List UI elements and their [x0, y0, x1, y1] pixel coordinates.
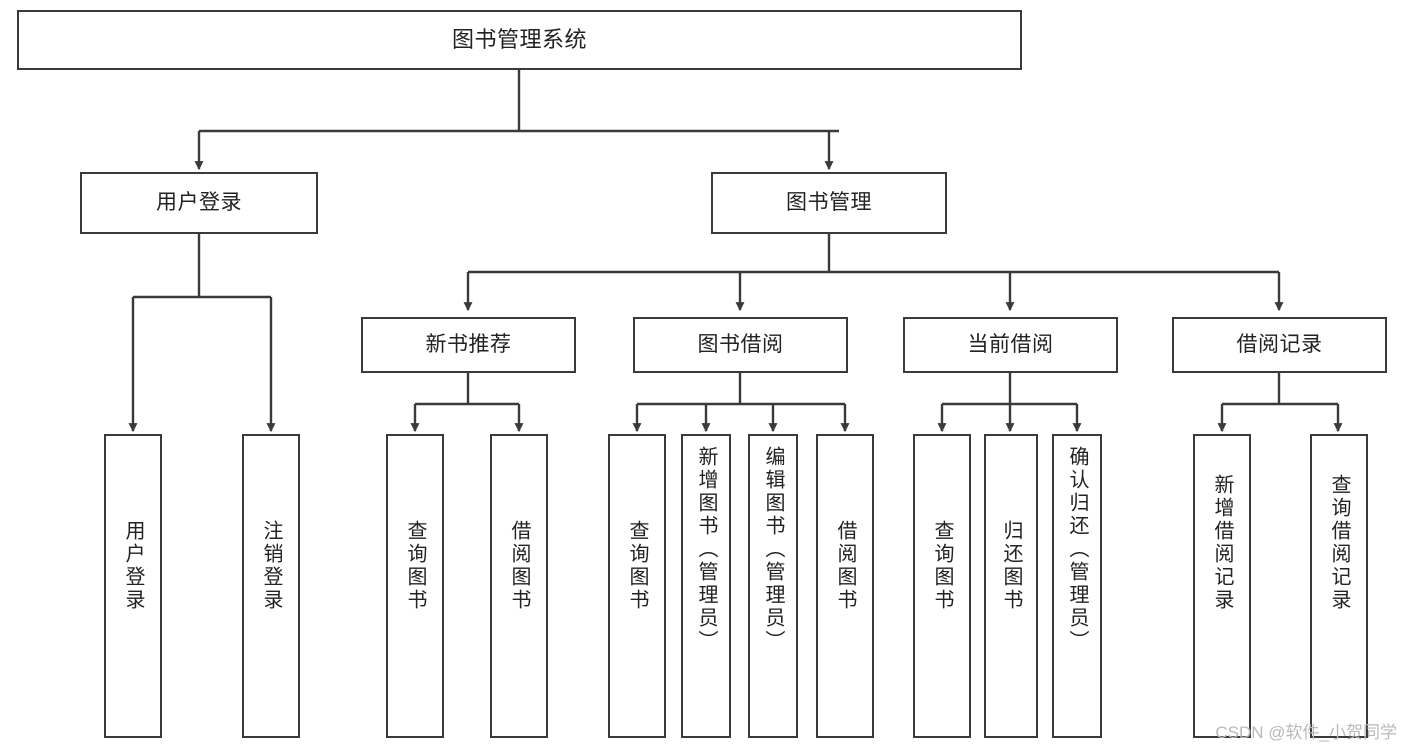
node-book-manage-label: 图书管理 [786, 191, 872, 215]
leaf-user-login-label: 用户登录 [122, 520, 144, 612]
leaf-logout-label: 注销登录 [260, 520, 282, 612]
node-root-label: 图书管理系统 [451, 26, 587, 52]
leaf-return-book[interactable]: 归还图书 [984, 434, 1038, 738]
leaf-borrow-query-book[interactable]: 查询图书 [608, 434, 666, 738]
node-borrow-record-label: 借阅记录 [1236, 333, 1323, 357]
node-user-login[interactable]: 用户登录 [80, 172, 318, 234]
leaf-cur-query-book[interactable]: 查询图书 [913, 434, 971, 738]
node-borrow[interactable]: 图书借阅 [633, 317, 848, 373]
leaf-borrow-book-label: 借阅图书 [834, 520, 856, 612]
leaf-new-query-book[interactable]: 查询图书 [386, 434, 444, 738]
leaf-edit-book-admin-label: 编辑图书（管理员） [762, 446, 784, 653]
node-root[interactable]: 图书管理系统 [17, 10, 1022, 70]
leaf-add-book-admin[interactable]: 新增图书（管理员） [681, 434, 731, 738]
leaf-user-login[interactable]: 用户登录 [104, 434, 162, 738]
node-borrow-label: 图书借阅 [697, 333, 784, 357]
leaf-borrow-book[interactable]: 借阅图书 [816, 434, 874, 738]
node-user-login-label: 用户登录 [156, 191, 242, 215]
leaf-cur-query-book-label: 查询图书 [931, 520, 953, 612]
leaf-return-book-label: 归还图书 [1000, 520, 1022, 612]
node-new-book[interactable]: 新书推荐 [361, 317, 576, 373]
leaf-query-borrow-record[interactable]: 查询借阅记录 [1310, 434, 1368, 738]
leaf-add-book-admin-label: 新增图书（管理员） [695, 446, 717, 653]
node-borrow-record[interactable]: 借阅记录 [1172, 317, 1387, 373]
csdn-watermark: CSDN @软件_小贺同学 [1215, 723, 1397, 742]
leaf-new-borrow-book[interactable]: 借阅图书 [490, 434, 548, 738]
node-new-book-label: 新书推荐 [425, 333, 512, 357]
leaf-confirm-return-admin-label: 确认归还（管理员） [1066, 446, 1088, 653]
leaf-confirm-return-admin[interactable]: 确认归还（管理员） [1052, 434, 1102, 738]
leaf-logout[interactable]: 注销登录 [242, 434, 300, 738]
leaf-add-borrow-record[interactable]: 新增借阅记录 [1193, 434, 1251, 738]
leaf-add-borrow-record-label: 新增借阅记录 [1211, 474, 1233, 612]
node-current-borrow[interactable]: 当前借阅 [903, 317, 1118, 373]
leaf-edit-book-admin[interactable]: 编辑图书（管理员） [748, 434, 798, 738]
leaf-new-query-book-label: 查询图书 [404, 520, 426, 612]
node-current-borrow-label: 当前借阅 [967, 333, 1054, 357]
leaf-borrow-query-book-label: 查询图书 [626, 520, 648, 612]
leaf-query-borrow-record-label: 查询借阅记录 [1328, 474, 1350, 612]
node-book-manage[interactable]: 图书管理 [711, 172, 947, 234]
leaf-new-borrow-book-label: 借阅图书 [508, 520, 530, 612]
